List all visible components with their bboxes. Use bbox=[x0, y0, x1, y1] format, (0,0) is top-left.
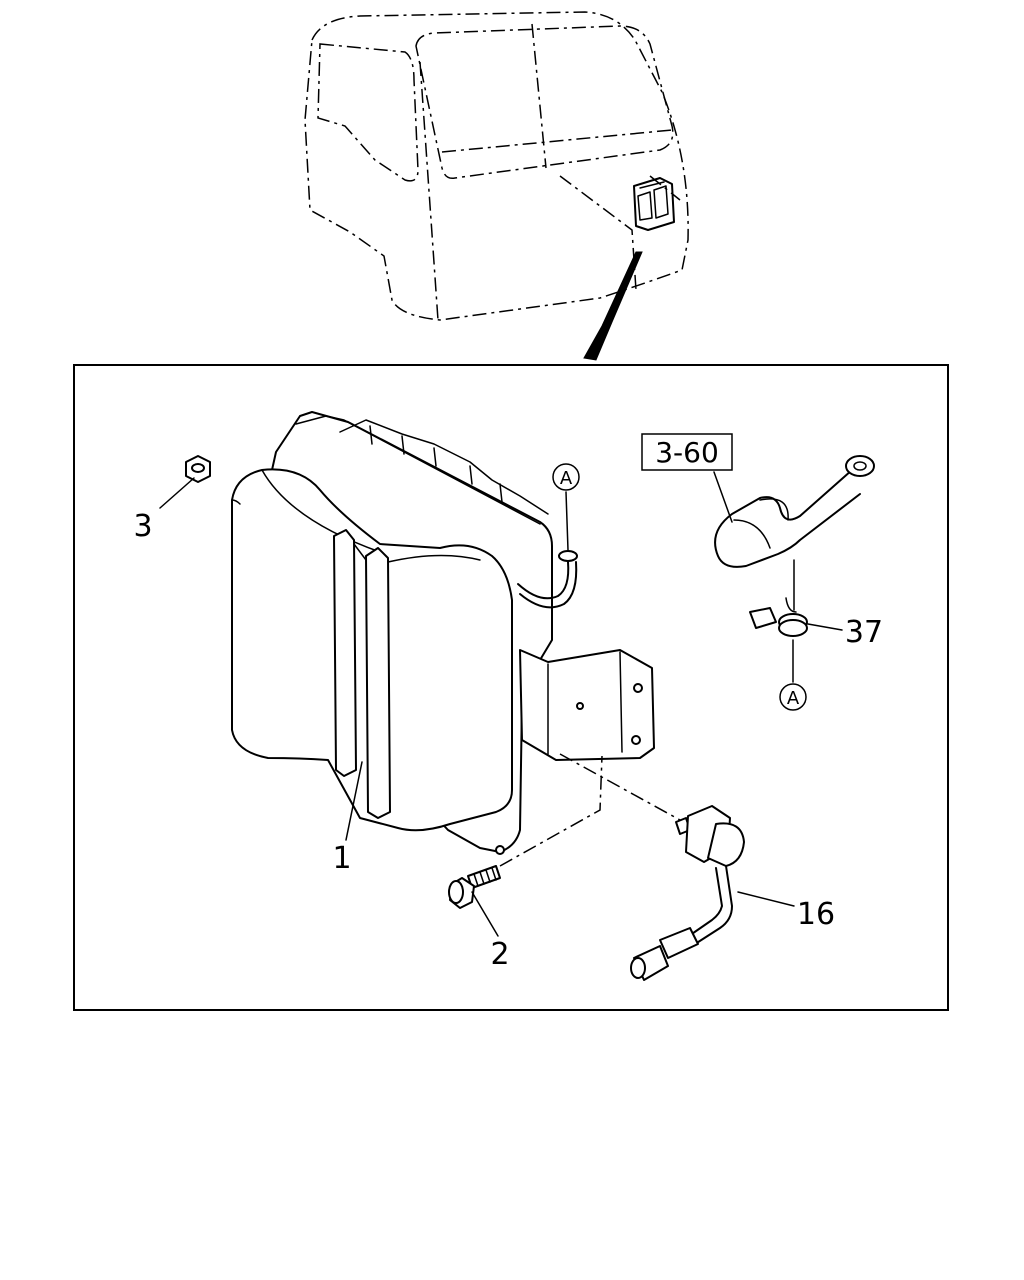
truck-cab-outline bbox=[304, 11, 689, 321]
svg-text:3-60: 3-60 bbox=[655, 436, 719, 469]
nut-part-3 bbox=[185, 455, 211, 483]
callout-2: 2 bbox=[490, 937, 509, 972]
hose-clamp-part-37 bbox=[749, 597, 808, 683]
svg-text:A: A bbox=[787, 688, 800, 709]
callout-3: 3 bbox=[133, 509, 152, 544]
drain-hose-upper bbox=[517, 491, 578, 609]
filter-housing-part-1 bbox=[231, 411, 553, 855]
bolt-part-2 bbox=[448, 865, 501, 909]
detail-frame bbox=[73, 364, 949, 1011]
connection-mark-lower: A bbox=[779, 683, 807, 711]
leader-lines bbox=[159, 471, 843, 937]
callout-37: 37 bbox=[845, 615, 883, 650]
mounting-bracket bbox=[519, 649, 655, 761]
callout-1: 1 bbox=[332, 841, 351, 876]
connection-mark-upper: A bbox=[552, 463, 580, 491]
location-pointer bbox=[583, 251, 643, 361]
callout-16: 16 bbox=[797, 897, 835, 932]
svg-text:A: A bbox=[560, 468, 573, 489]
sensor-switch-part-16 bbox=[630, 805, 745, 981]
assembly-lines bbox=[499, 753, 681, 867]
reference-box: 3-60 bbox=[641, 433, 733, 471]
connecting-hose bbox=[714, 455, 875, 611]
